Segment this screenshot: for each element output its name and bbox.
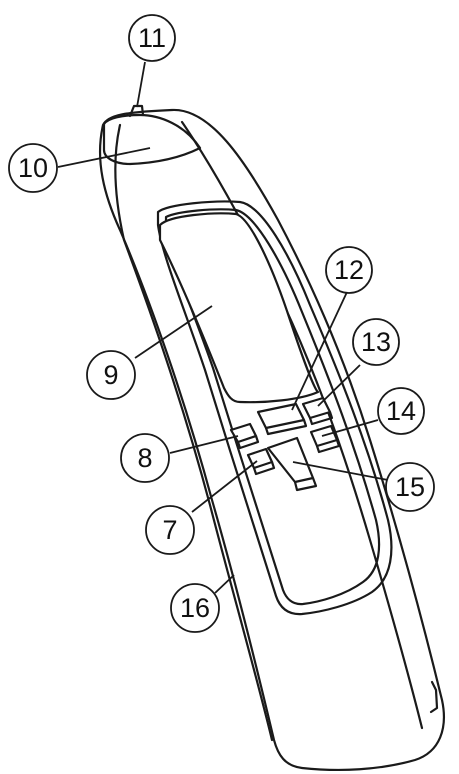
- callout-15-label: 15: [395, 472, 425, 502]
- callout-15: 15: [385, 462, 435, 512]
- button-13[interactable]: [301, 396, 334, 426]
- callouts: 11 10 12 13 9 14 8 15: [8, 14, 435, 633]
- callout-11-label: 11: [138, 23, 166, 53]
- callout-8: 8: [120, 433, 170, 483]
- panel-inner: [164, 208, 381, 606]
- callout-7-label: 7: [162, 515, 177, 545]
- leader-14: [321, 419, 379, 437]
- leader-9: [134, 305, 213, 359]
- leader-8: [169, 435, 239, 454]
- callout-7: 7: [145, 505, 195, 555]
- callout-16: 16: [170, 583, 220, 633]
- leader-13: [317, 364, 361, 407]
- leader-12: [291, 291, 348, 411]
- callout-10-label: 10: [18, 153, 48, 183]
- side-clip: [429, 680, 439, 714]
- leader-7: [191, 460, 258, 513]
- leader-11: [136, 61, 146, 108]
- button-8[interactable]: [229, 422, 260, 450]
- leader-lines: [57, 61, 389, 594]
- leader-16: [214, 574, 235, 594]
- callout-9-label: 9: [103, 360, 118, 390]
- callout-13: 13: [352, 318, 400, 366]
- sensor-cap: [102, 113, 202, 166]
- callout-12-label: 12: [334, 255, 364, 285]
- callout-14-label: 14: [386, 396, 416, 426]
- front-panel: [156, 200, 393, 616]
- keypad: [229, 396, 341, 492]
- leader-10: [57, 147, 151, 168]
- panel-outer: [156, 200, 393, 616]
- callout-16-label: 16: [180, 593, 210, 623]
- callout-8-label: 8: [137, 443, 152, 473]
- callout-12: 12: [325, 246, 373, 294]
- button-14[interactable]: [309, 424, 341, 454]
- callout-11: 11: [128, 14, 176, 62]
- button-15[interactable]: [266, 436, 318, 492]
- callout-9: 9: [86, 350, 136, 400]
- leader-15: [292, 461, 389, 481]
- callout-10: 10: [8, 143, 58, 193]
- callout-13-label: 13: [361, 327, 391, 357]
- display-window: [158, 212, 320, 404]
- callout-14: 14: [377, 387, 425, 435]
- inner-shell-ridge-left: [114, 123, 274, 742]
